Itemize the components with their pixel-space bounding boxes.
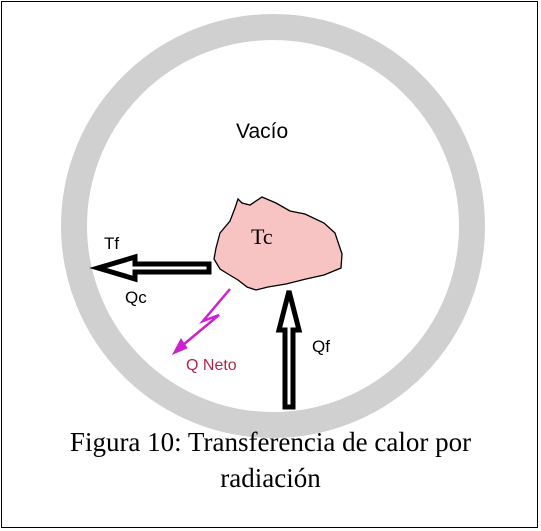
net-heat-label: Q Neto <box>186 357 237 374</box>
body-emission-label: Qc <box>125 288 147 307</box>
net-heat-arrowhead <box>171 338 188 356</box>
net-heat-arrow <box>182 288 231 346</box>
caption-line-2: radiación <box>220 463 321 493</box>
surroundings-emission-label: Qf <box>312 337 330 356</box>
enclosure-ring <box>61 14 485 438</box>
surroundings-temperature-label: Tf <box>104 234 119 253</box>
body-temperature-label: Tc <box>251 224 273 249</box>
vacuum-label: Vacío <box>236 120 288 143</box>
surroundings-emission-arrow <box>275 290 303 410</box>
body-emission-arrow <box>89 253 212 283</box>
caption-line-1: Figura 10: Transferencia de calor por <box>69 427 472 457</box>
figure-caption: Figura 10: Transferencia de calor por ra… <box>4 424 537 496</box>
hot-body <box>213 196 343 291</box>
